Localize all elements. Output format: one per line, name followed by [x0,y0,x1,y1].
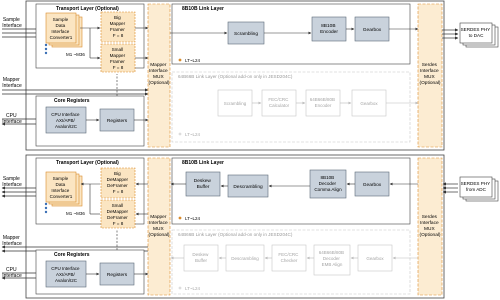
tx-section: Sample Interface Mapper Interface CPU In… [1,0,499,151]
rx-m-label: M1 ~M36 [66,211,85,216]
rx-64b66b-box5: Gearbox [366,256,384,261]
tx-serdes-phy-label: SERDES PHY to DAC [461,27,492,38]
tx-core-registers-title: Core Registers [54,98,90,104]
rx-64b66b-lane-dot [178,286,182,290]
rx-outer-frame [25,154,445,299]
rx-64b66b-box2: Descrambling [231,256,259,261]
rx-section: Sample Interface Mapper Interface CPU In… [1,154,499,299]
rx-converter-stack [45,171,83,207]
tx-small-framer [100,43,136,73]
rx-64b66b-box3: FEC/CRC Checker [278,252,299,263]
tx-mapper-interface-label: Mapper Interface [2,77,22,89]
rx-input-arrows [442,182,458,194]
rx-mapper-mux [147,157,171,296]
rx-converter-label: Sample Data Interface Converter1 [50,176,73,199]
tx-cpu-interface-text: CPU Interface AXI/APB/ Avalon/I2C [51,112,81,129]
rx-serdes-phy-stack [459,176,499,202]
rx-big-deframer-label: Big DeMapper DeFramer F = 8 [107,171,130,194]
tx-big-framer-label: Big Mapper Framer F = 8 [110,15,127,38]
rx-deframer-arrows [80,182,148,216]
tx-serdes-phy-stack [459,22,499,48]
rx-converter-dots [44,202,48,214]
rx-lane-dot [178,216,182,220]
rx-lane-label: LT~L24 [185,216,201,221]
rx-deskew-text: Deskew Buffer [194,178,212,190]
rx-64b66b-boxes [183,244,393,276]
tx-framer-arrows [80,26,149,60]
rx-serdes-mux-label: Serdes Interface MUX (Optional) [419,214,440,238]
tx-lane-label: LT~L24 [185,58,201,63]
tx-serdes-mux-label: Serdes Interface MUX (Optional) [419,62,440,86]
tx-64b66b-boxes [217,89,387,117]
tx-64b66b-box3: 64B66B/80B Encoder [310,97,337,108]
rx-transport-title: Transport Layer (Optional) [56,160,119,166]
tx-mapper-mux-label: Mapper Interface MUX (Optional) [148,62,169,86]
tx-gearbox-box [354,16,390,42]
rx-sample-interface-label: Sample Interface [2,176,22,188]
rx-64b66b-box4: 64B66B/80B Decoder EMB Align [319,250,346,267]
tx-encoder-text: 8B10B Encoder [320,23,338,35]
tx-small-framer-label: Small Mapper Framer F = 8 [110,47,127,70]
rx-small-deframer-label: Small DeMapper DeFramer F = 8 [107,203,130,226]
rx-core-registers-title: Core Registers [54,252,90,258]
rx-register-arrows [86,230,149,276]
rx-gearbox-box [354,171,390,197]
rx-decoder-box [309,169,347,199]
rx-8b10b-title: 8B10B Link Layer [182,160,224,166]
rx-cpu-interface-text: CPU Interface AXI/APB/ Avalon/I2C [51,266,81,283]
rx-decoder-text: 8B10B Decoder Comma Align [314,175,342,192]
tx-sample-interface-label: Sample Interface [2,17,22,29]
tx-big-framer [100,11,136,43]
rx-mapper-mux-label: Mapper Interface MUX (Optional) [148,214,169,238]
tx-serdes-mux [417,3,443,148]
tx-64b66b-lane-dot [178,132,182,136]
tx-registers-text: Registers [107,118,128,124]
rx-serdes-phy-label: SERDES PHY from ADC [461,181,492,192]
tx-8b10b-arrows [170,27,419,35]
rx-deskew-box [185,171,221,197]
tx-8b10b-title: 8B10B Link Layer [182,6,224,12]
tx-converter-dots [44,43,48,55]
tx-scrambling-text: Scrambling [234,31,258,37]
tx-transport-title: Transport Layer (Optional) [56,6,119,12]
tx-m-label: M1 ~M36 [66,52,85,57]
tx-register-arrows [86,74,149,122]
rx-cpu-interface-label: CPU Interface [2,267,22,279]
tx-64b66b-title: 64B66B Link Layer (Optional add-on only … [178,74,293,79]
tx-encoder-box [311,16,347,42]
tx-converter-stack [45,12,83,48]
rx-small-deframer [100,199,136,229]
rx-registers-text: Registers [107,272,128,278]
tx-gearbox-text: Gearbox [363,27,382,33]
tx-lane-dot [178,58,182,62]
rx-descrambling-text: Descrambling [233,184,263,190]
tx-outer-frame [25,0,445,151]
tx-64b66b-lane-label: LT~L24 [185,132,201,137]
tx-64b66b-box1: Scrambling [224,101,247,106]
tx-converter-label: Sample Data Interface Converter1 [50,17,73,40]
rx-serdes-mux [417,157,443,296]
tx-cpu-interface-box [45,106,87,134]
tx-64b66b-box4: Gearbox [360,101,378,106]
rx-8b10b-arrows [170,182,418,188]
rx-64b66b-lane-label: LT~L24 [185,286,201,291]
rx-gearbox-text: Gearbox [363,182,382,188]
tx-output-arrows [442,28,459,40]
tx-mapper-arrows [2,88,149,96]
rx-64b66b-title: 64B66B Link Layer (Optional add-on only … [178,232,293,237]
tx-cpu-interface-label: CPU Interface [2,113,22,125]
rx-64b66b-box1: Deskew Buffer [192,252,209,263]
rx-cpu-interface-box [45,260,87,288]
rx-big-deframer [100,167,136,199]
tx-64b66b-box2: FEC/CRC Calculator [268,97,289,108]
rx-mapper-interface-label: Mapper Interface [2,235,22,247]
tx-mapper-mux [147,3,171,148]
